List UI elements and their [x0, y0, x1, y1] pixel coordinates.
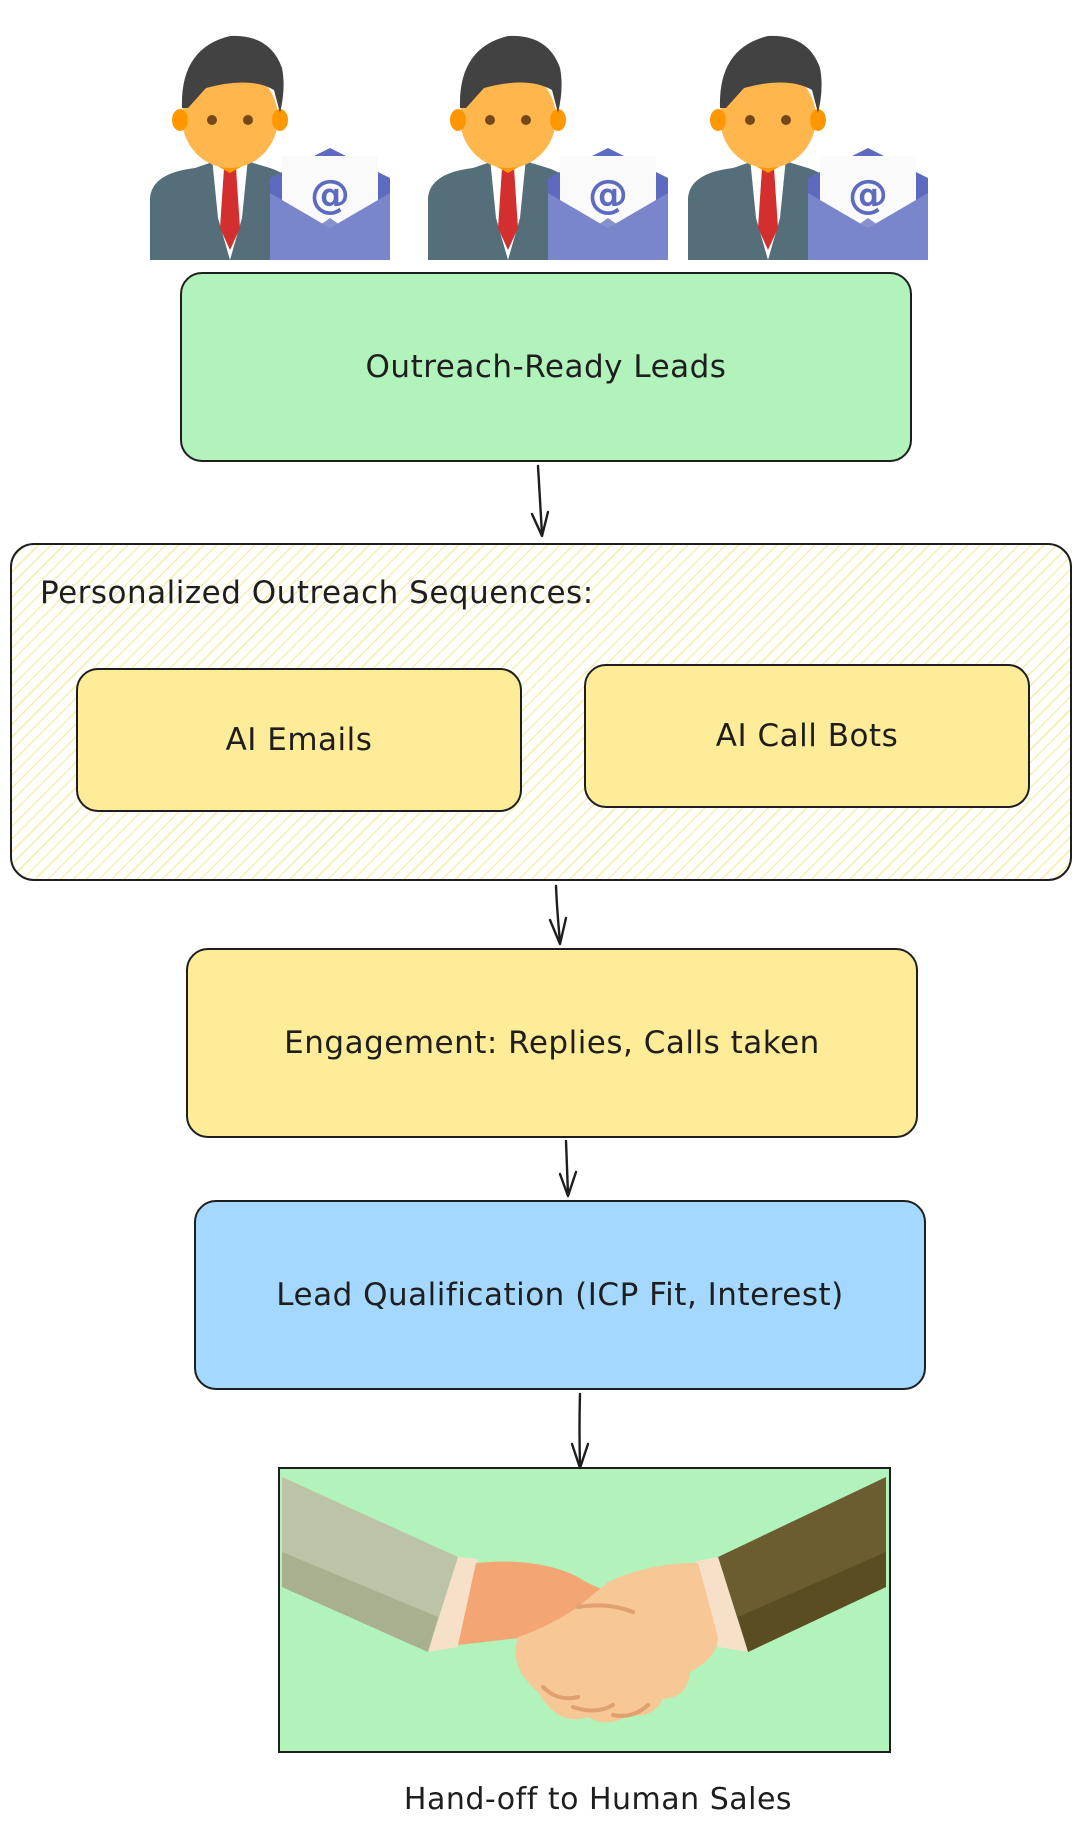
outreach-ready-leads-node: Outreach-Ready Leads	[180, 272, 912, 462]
engagement-label: Engagement: Replies, Calls taken	[284, 1025, 820, 1061]
engagement-node: Engagement: Replies, Calls taken	[186, 948, 918, 1138]
arrow-engagement-to-qualification	[558, 1139, 578, 1198]
svg-text:@: @	[588, 172, 628, 218]
handoff-image	[278, 1467, 891, 1753]
lead-qualification-node: Lead Qualification (ICP Fit, Interest)	[194, 1200, 926, 1390]
lead-icon-3: @	[688, 35, 928, 260]
arrow-qualification-to-handoff	[570, 1392, 590, 1470]
lead-icon-1: @	[150, 35, 390, 260]
arrow-leads-to-sequences	[530, 464, 550, 538]
businessman-with-email-icon: @	[150, 35, 390, 260]
businessman-with-email-icon: @	[688, 35, 928, 260]
svg-text:@: @	[310, 172, 350, 218]
ai-emails-label: AI Emails	[225, 722, 373, 758]
arrow-sequences-to-engagement	[548, 884, 568, 946]
lead-icon-2: @	[428, 35, 668, 260]
handshake-icon	[282, 1477, 886, 1723]
svg-text:@: @	[848, 172, 888, 218]
ai-call-bots-label: AI Call Bots	[715, 718, 899, 754]
outreach-ready-leads-label: Outreach-Ready Leads	[365, 349, 727, 385]
outreach-sequences-title: Personalized Outreach Sequences:	[40, 575, 594, 611]
lead-qualification-label: Lead Qualification (ICP Fit, Interest)	[276, 1277, 844, 1313]
handoff-caption: Hand-off to Human Sales	[403, 1782, 793, 1817]
businessman-with-email-icon: @	[428, 35, 668, 260]
ai-call-bots-node: AI Call Bots	[584, 664, 1030, 808]
ai-emails-node: AI Emails	[76, 668, 522, 812]
